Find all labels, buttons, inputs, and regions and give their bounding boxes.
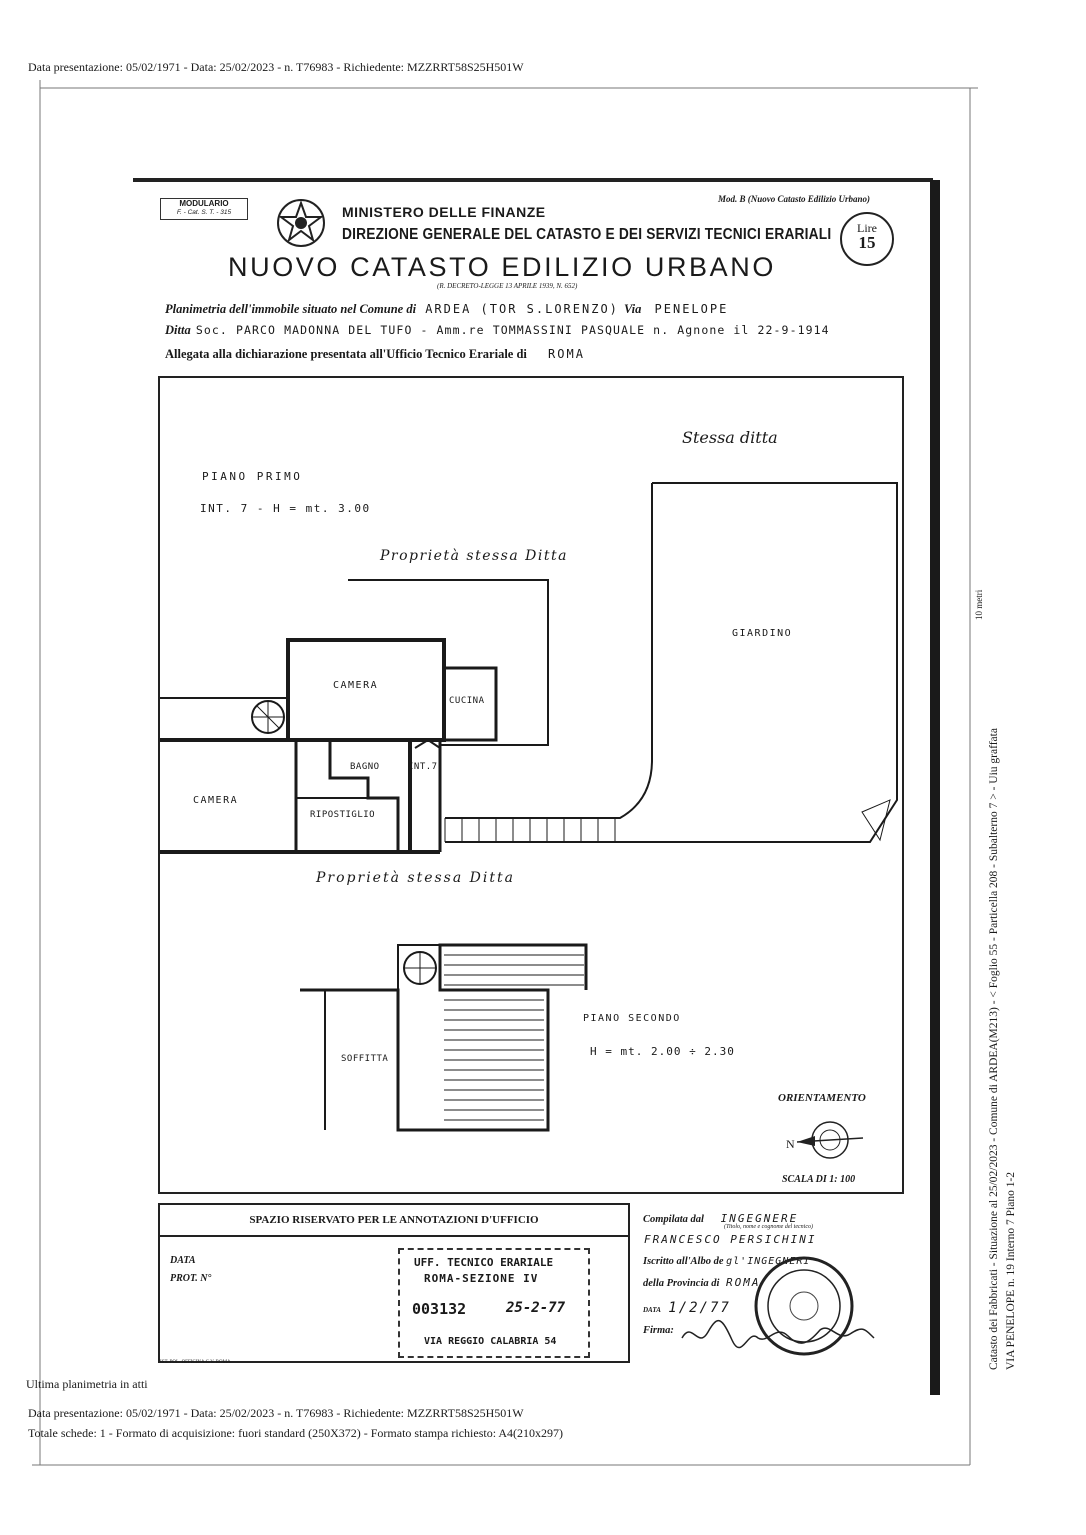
side-line2: VIA PENELOPE n. 19 Interno 7 Piano 1-2 — [1005, 1171, 1017, 1370]
allegata-line: Allegata alla dichiarazione presentata a… — [165, 347, 585, 361]
proprieta-bottom-label: Proprietà stessa Ditta — [316, 870, 515, 886]
stamp-date: 25-2-77 — [506, 1300, 566, 1316]
piano-secondo-label: PIANO SECONDO — [583, 1013, 681, 1024]
plan-frame — [158, 376, 904, 1194]
side-line1: Catasto dei Fabbricati - Situazione al 2… — [988, 728, 1000, 1370]
scala-label: SCALA DI 1: 100 — [782, 1174, 856, 1185]
compilata-line: Compilata dal INGEGNERE — [643, 1212, 799, 1225]
room-camera-2: CAMERA — [193, 795, 239, 806]
ministero-title: MINISTERO DELLE FINANZE — [342, 204, 546, 220]
room-camera-1: CAMERA — [333, 680, 379, 691]
room-soffitta: SOFFITTA — [341, 1054, 389, 1064]
header-line: Data presentazione: 05/02/1971 - Data: 2… — [28, 60, 524, 74]
printer-mark: IST. POL. OFFICINA C.V. ROMA — [160, 1360, 231, 1365]
stamp-number: 003132 — [412, 1300, 467, 1318]
compiler-date-line: DATA 1/2/77 — [643, 1300, 731, 1316]
iscritto-value: gl'INGEGNERI — [726, 1256, 811, 1267]
h-secondo-label: H = mt. 2.00 ÷ 2.30 — [590, 1045, 735, 1058]
piano-primo-label: PIANO PRIMO — [202, 470, 303, 483]
orientamento-label: ORIENTAMENTO — [778, 1092, 866, 1104]
titolo-note: (Titolo, nome e cognome del tecnico) — [724, 1224, 813, 1230]
office-stamp: UFF. TECNICO ERARIALE ROMA-SEZIONE IV 00… — [398, 1248, 590, 1358]
stamp-line2: ROMA-SEZIONE IV — [424, 1272, 539, 1285]
office-data-label: DATA — [170, 1255, 196, 1266]
compiler-name: FRANCESCO PERSICHINI — [644, 1233, 817, 1246]
stessa-ditta-note: Stessa ditta — [682, 428, 778, 447]
ditta-line: Ditta Soc. PARCO MADONNA DEL TUFO - Amm.… — [165, 323, 830, 337]
compilata-value: INGEGNERE — [720, 1212, 799, 1225]
lire-label: Lire — [857, 221, 877, 235]
ditta-value: Soc. PARCO MADONNA DEL TUFO - Amm.re TOM… — [195, 323, 830, 337]
comune-value: ARDEA (TOR S.LORENZO) — [425, 302, 619, 316]
provincia-line: della Provincia di ROMA — [643, 1276, 761, 1289]
modulario-code: F. - Cat. S. T. - 315 — [176, 209, 232, 216]
ufficio-value: ROMA — [548, 347, 585, 361]
modulario-title: MODULARIO — [179, 199, 229, 208]
room-giardino: GIARDINO — [732, 628, 793, 639]
compiler-date-value: 1/2/77 — [668, 1300, 731, 1316]
main-title: NUOVO CATASTO EDILIZIO URBANO — [228, 252, 776, 282]
engineer-seal-icon — [754, 1256, 854, 1356]
room-ripostiglio: RIPOSTIGLIO — [310, 810, 376, 820]
north-label: N — [786, 1137, 795, 1151]
stamp-line1: UFF. TECNICO ERARIALE — [414, 1256, 554, 1269]
room-int7: INT.7 — [408, 762, 438, 772]
room-bagno: BAGNO — [350, 762, 380, 772]
mod-b-label: Mod. B (Nuovo Catasto Edilizio Urbano) — [718, 194, 871, 204]
footer-line2: Totale schede: 1 - Formato di acquisizio… — [28, 1426, 564, 1440]
provincia-value: ROMA — [726, 1276, 761, 1289]
room-cucina: CUCINA — [449, 696, 485, 706]
planimetria-line: Planimetria dell'immobile situato nel Co… — [165, 302, 729, 316]
republic-emblem-icon — [277, 199, 325, 247]
modulario-box: MODULARIO F. - Cat. S. T. - 315 — [160, 198, 248, 220]
direzione-title: DIREZIONE GENERALE DEL CATASTO E DEI SER… — [342, 226, 832, 243]
firma-label: Firma: — [643, 1325, 674, 1336]
side-metri: 10 metri — [974, 589, 984, 620]
lire-value: 15 — [858, 233, 876, 252]
footer-line1: Data presentazione: 05/02/1971 - Data: 2… — [28, 1406, 524, 1420]
proprieta-top-label: Proprietà stessa Ditta — [380, 548, 568, 564]
decree-ref: (R. DECRETO-LEGGE 13 APRILE 1939, N. 652… — [437, 282, 578, 290]
compass-icon — [796, 1121, 864, 1159]
office-title: SPAZIO RISERVATO PER LE ANNOTAZIONI D'UF… — [160, 1205, 628, 1237]
stamp-address: VIA REGGIO CALABRIA 54 — [424, 1336, 557, 1347]
office-box: SPAZIO RISERVATO PER LE ANNOTAZIONI D'UF… — [158, 1203, 630, 1363]
ultima-label: Ultima planimetria in atti — [26, 1377, 148, 1391]
iscritto-line: Iscritto all'Albo de gl'INGEGNERI — [643, 1256, 811, 1267]
office-prot-label: PROT. N° — [170, 1273, 212, 1284]
int-height-label: INT. 7 - H = mt. 3.00 — [200, 502, 371, 515]
via-value: PENELOPE — [654, 302, 729, 316]
lire-stamp: Lire 15 — [840, 212, 894, 266]
